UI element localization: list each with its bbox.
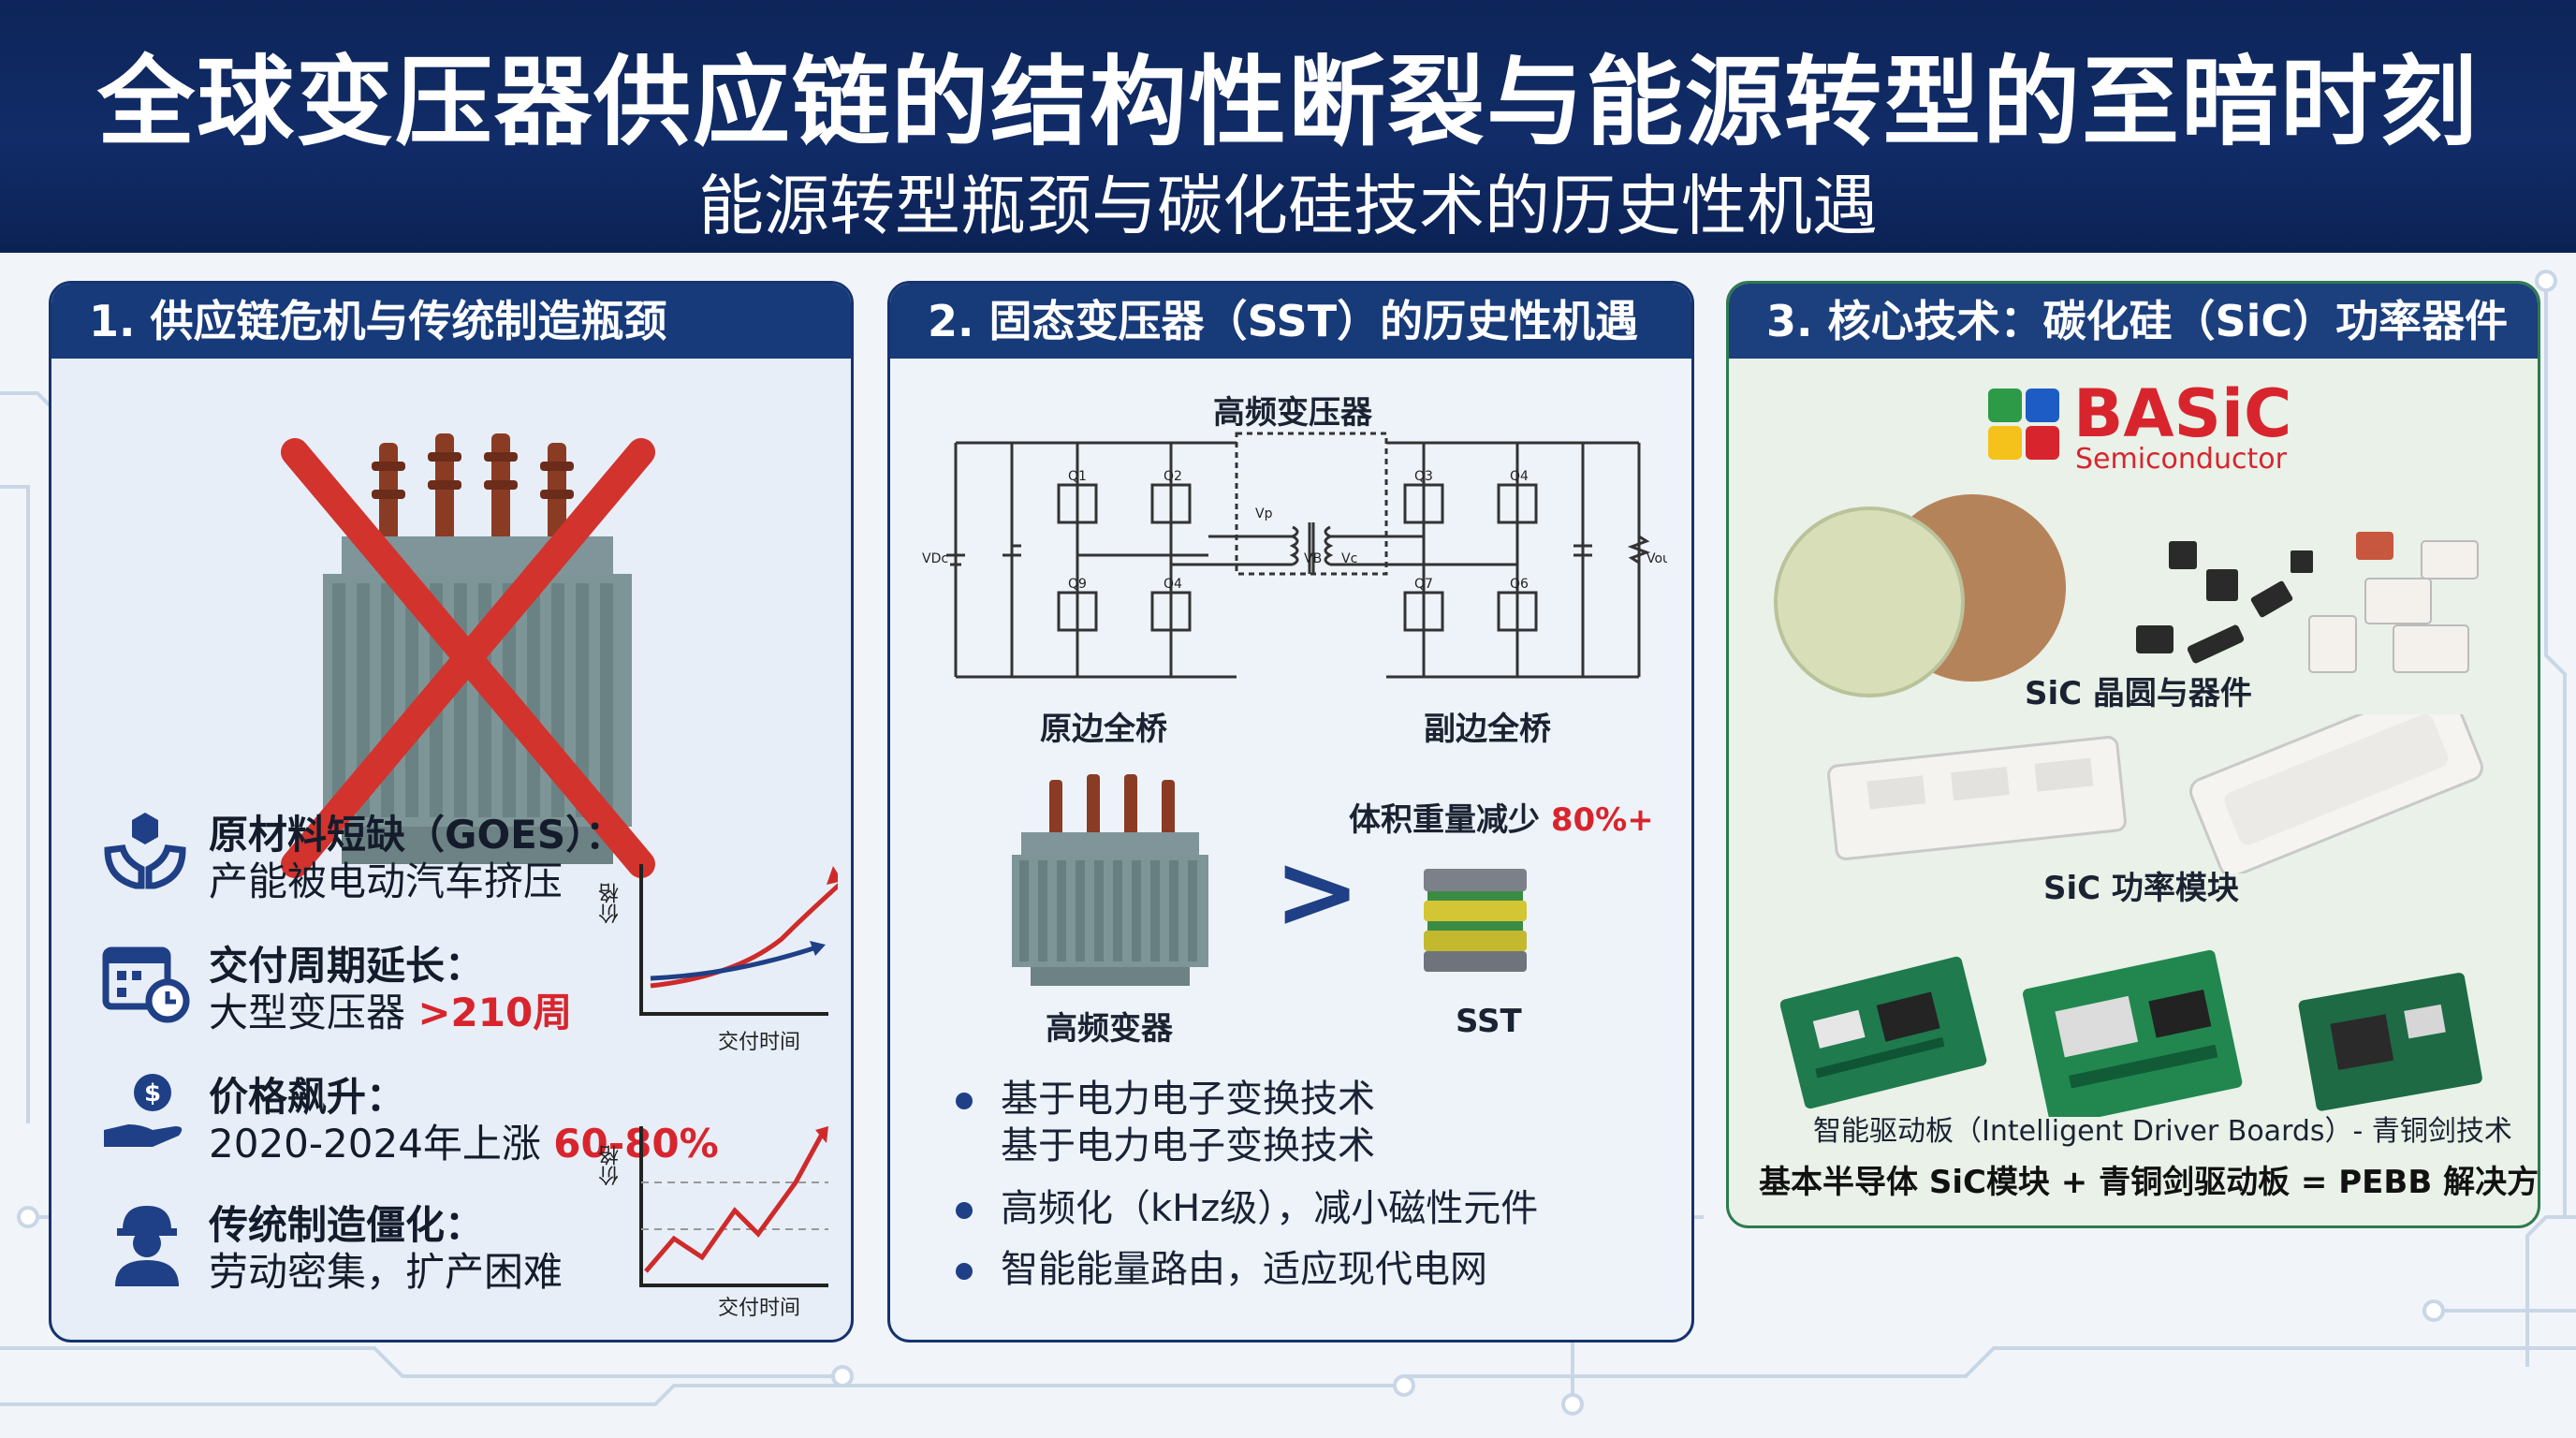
bullet-1: 基于电力电子变换技术: [956, 1068, 1375, 1123]
item-delivery-title: 交付周期延长：: [209, 943, 485, 989]
money-hand-icon: $: [104, 1074, 183, 1147]
panel-sic: 3. 核心技术：碳化硅（SiC）功率器件 BASiC Semiconductor…: [1726, 281, 2540, 1228]
svg-text:Q3: Q3: [1414, 469, 1433, 484]
item-materials-desc: 产能被电动汽车挤压: [209, 858, 564, 904]
item-manufacturing-title: 传统制造僵化：: [209, 1202, 485, 1248]
panel-heading: 2. 固态变压器（SST）的历史性机遇: [890, 284, 1691, 359]
circuit-secondary-label: 副边全桥: [1424, 711, 1551, 748]
sst-module-image: [1424, 869, 1527, 972]
svg-text:Q2: Q2: [1164, 469, 1182, 484]
svg-text:Q7: Q7: [1414, 577, 1433, 592]
svg-text:Q4: Q4: [1510, 469, 1529, 484]
crossed-transformer-image: [281, 433, 655, 878]
sic-wafer-devices-image: [1774, 494, 2479, 697]
label-driver-boards: 智能驱动板（Intelligent Driver Boards）- 青铜剑技术: [1813, 1115, 2512, 1148]
item-price-desc: 2020-2024年上涨 60-80%: [209, 1121, 719, 1167]
svg-text:Q1: Q1: [1068, 469, 1087, 484]
label-wafer-devices: SiC 晶圆与器件: [2025, 675, 2252, 712]
reduction-text: 体积重量减少 80%+: [1349, 801, 1654, 839]
page-title: 全球变压器供应链的结构性断裂与能源转型的至暗时刻: [96, 45, 2479, 159]
circuit-primary-label: 原边全桥: [1040, 711, 1167, 748]
calendar-clock-icon: [102, 946, 190, 1023]
svg-text:Q6: Q6: [1510, 577, 1529, 592]
svg-text:Vp: Vp: [1255, 506, 1273, 521]
panel-supply-chain: 1. 供应链危机与传统制造瓶颈 原材料短缺（GO: [49, 281, 854, 1343]
label-pebb-solution: 基本半导体 SiC模块 + 青铜剑驱动板 = PEBB 解决方案: [1759, 1164, 2540, 1201]
svg-text:Q4: Q4: [1164, 577, 1182, 592]
item-materials-title: 原材料短缺（GOES）：: [209, 812, 625, 858]
hands-box-icon: [104, 813, 186, 889]
chart1-xlabel: 交付时间: [718, 1031, 801, 1054]
logo-wordmark: BASiC: [2073, 375, 2292, 452]
worker-icon: [115, 1206, 179, 1286]
logo-subtitle: Semiconductor: [2075, 443, 2287, 476]
panel-heading: 1. 供应链危机与传统制造瓶颈: [51, 284, 851, 359]
basic-logo-icon: [1988, 389, 2059, 460]
sst-label: SST: [1456, 1003, 1522, 1040]
item-price-title: 价格飙升：: [209, 1074, 406, 1120]
price-trend-chart-2: [639, 1126, 828, 1287]
svg-text:$: $: [144, 1079, 161, 1108]
panel-heading: 3. 核心技术：碳化硅（SiC）功率器件: [1729, 284, 2538, 359]
chart1-ylabel: 价格: [599, 883, 622, 924]
svg-text:VB: VB: [1304, 551, 1322, 566]
circuit-hf-transformer-label: 高频变压器: [1213, 394, 1372, 432]
conventional-transformer-image: [1012, 774, 1208, 986]
conventional-label: 高频变器: [1046, 1010, 1173, 1048]
sic-power-modules-image: [1827, 714, 2483, 873]
bullet-1-cont: 基于电力电子变换技术: [1001, 1124, 1375, 1167]
panel-sst: 2. 固态变压器（SST）的历史性机遇 高频变压器: [887, 281, 1694, 1343]
svg-text:Vc: Vc: [1341, 551, 1357, 566]
compare-symbol: >: [1274, 831, 1361, 951]
item-delivery-desc: 大型变压器 >210周: [209, 990, 573, 1035]
item-manufacturing-desc: 劳动密集，扩产困难: [209, 1249, 564, 1295]
driver-boards-image: [1780, 949, 2482, 1117]
chart2-ylabel: 价格: [599, 1145, 622, 1186]
svg-text:VDc: VDc: [922, 551, 948, 566]
label-power-modules: SiC 功率模块: [2043, 870, 2239, 907]
chart2-xlabel: 交付时间: [718, 1297, 801, 1320]
price-trend-chart-1: [639, 864, 838, 1016]
header-banner: 全球变压器供应链的结构性断裂与能源转型的至暗时刻 能源转型瓶颈与碳化硅技术的历史…: [0, 0, 2576, 253]
bullet-3: 智能能量路由，适应现代电网: [956, 1239, 1487, 1293]
bullet-2: 高频化（kHz级），减小磁性元件: [956, 1178, 1538, 1232]
page-subtitle: 能源转型瓶颈与碳化硅技术的历史性机遇: [698, 168, 1878, 244]
svg-text:Q9: Q9: [1068, 577, 1087, 592]
svg-text:Vout: Vout: [1647, 551, 1667, 566]
